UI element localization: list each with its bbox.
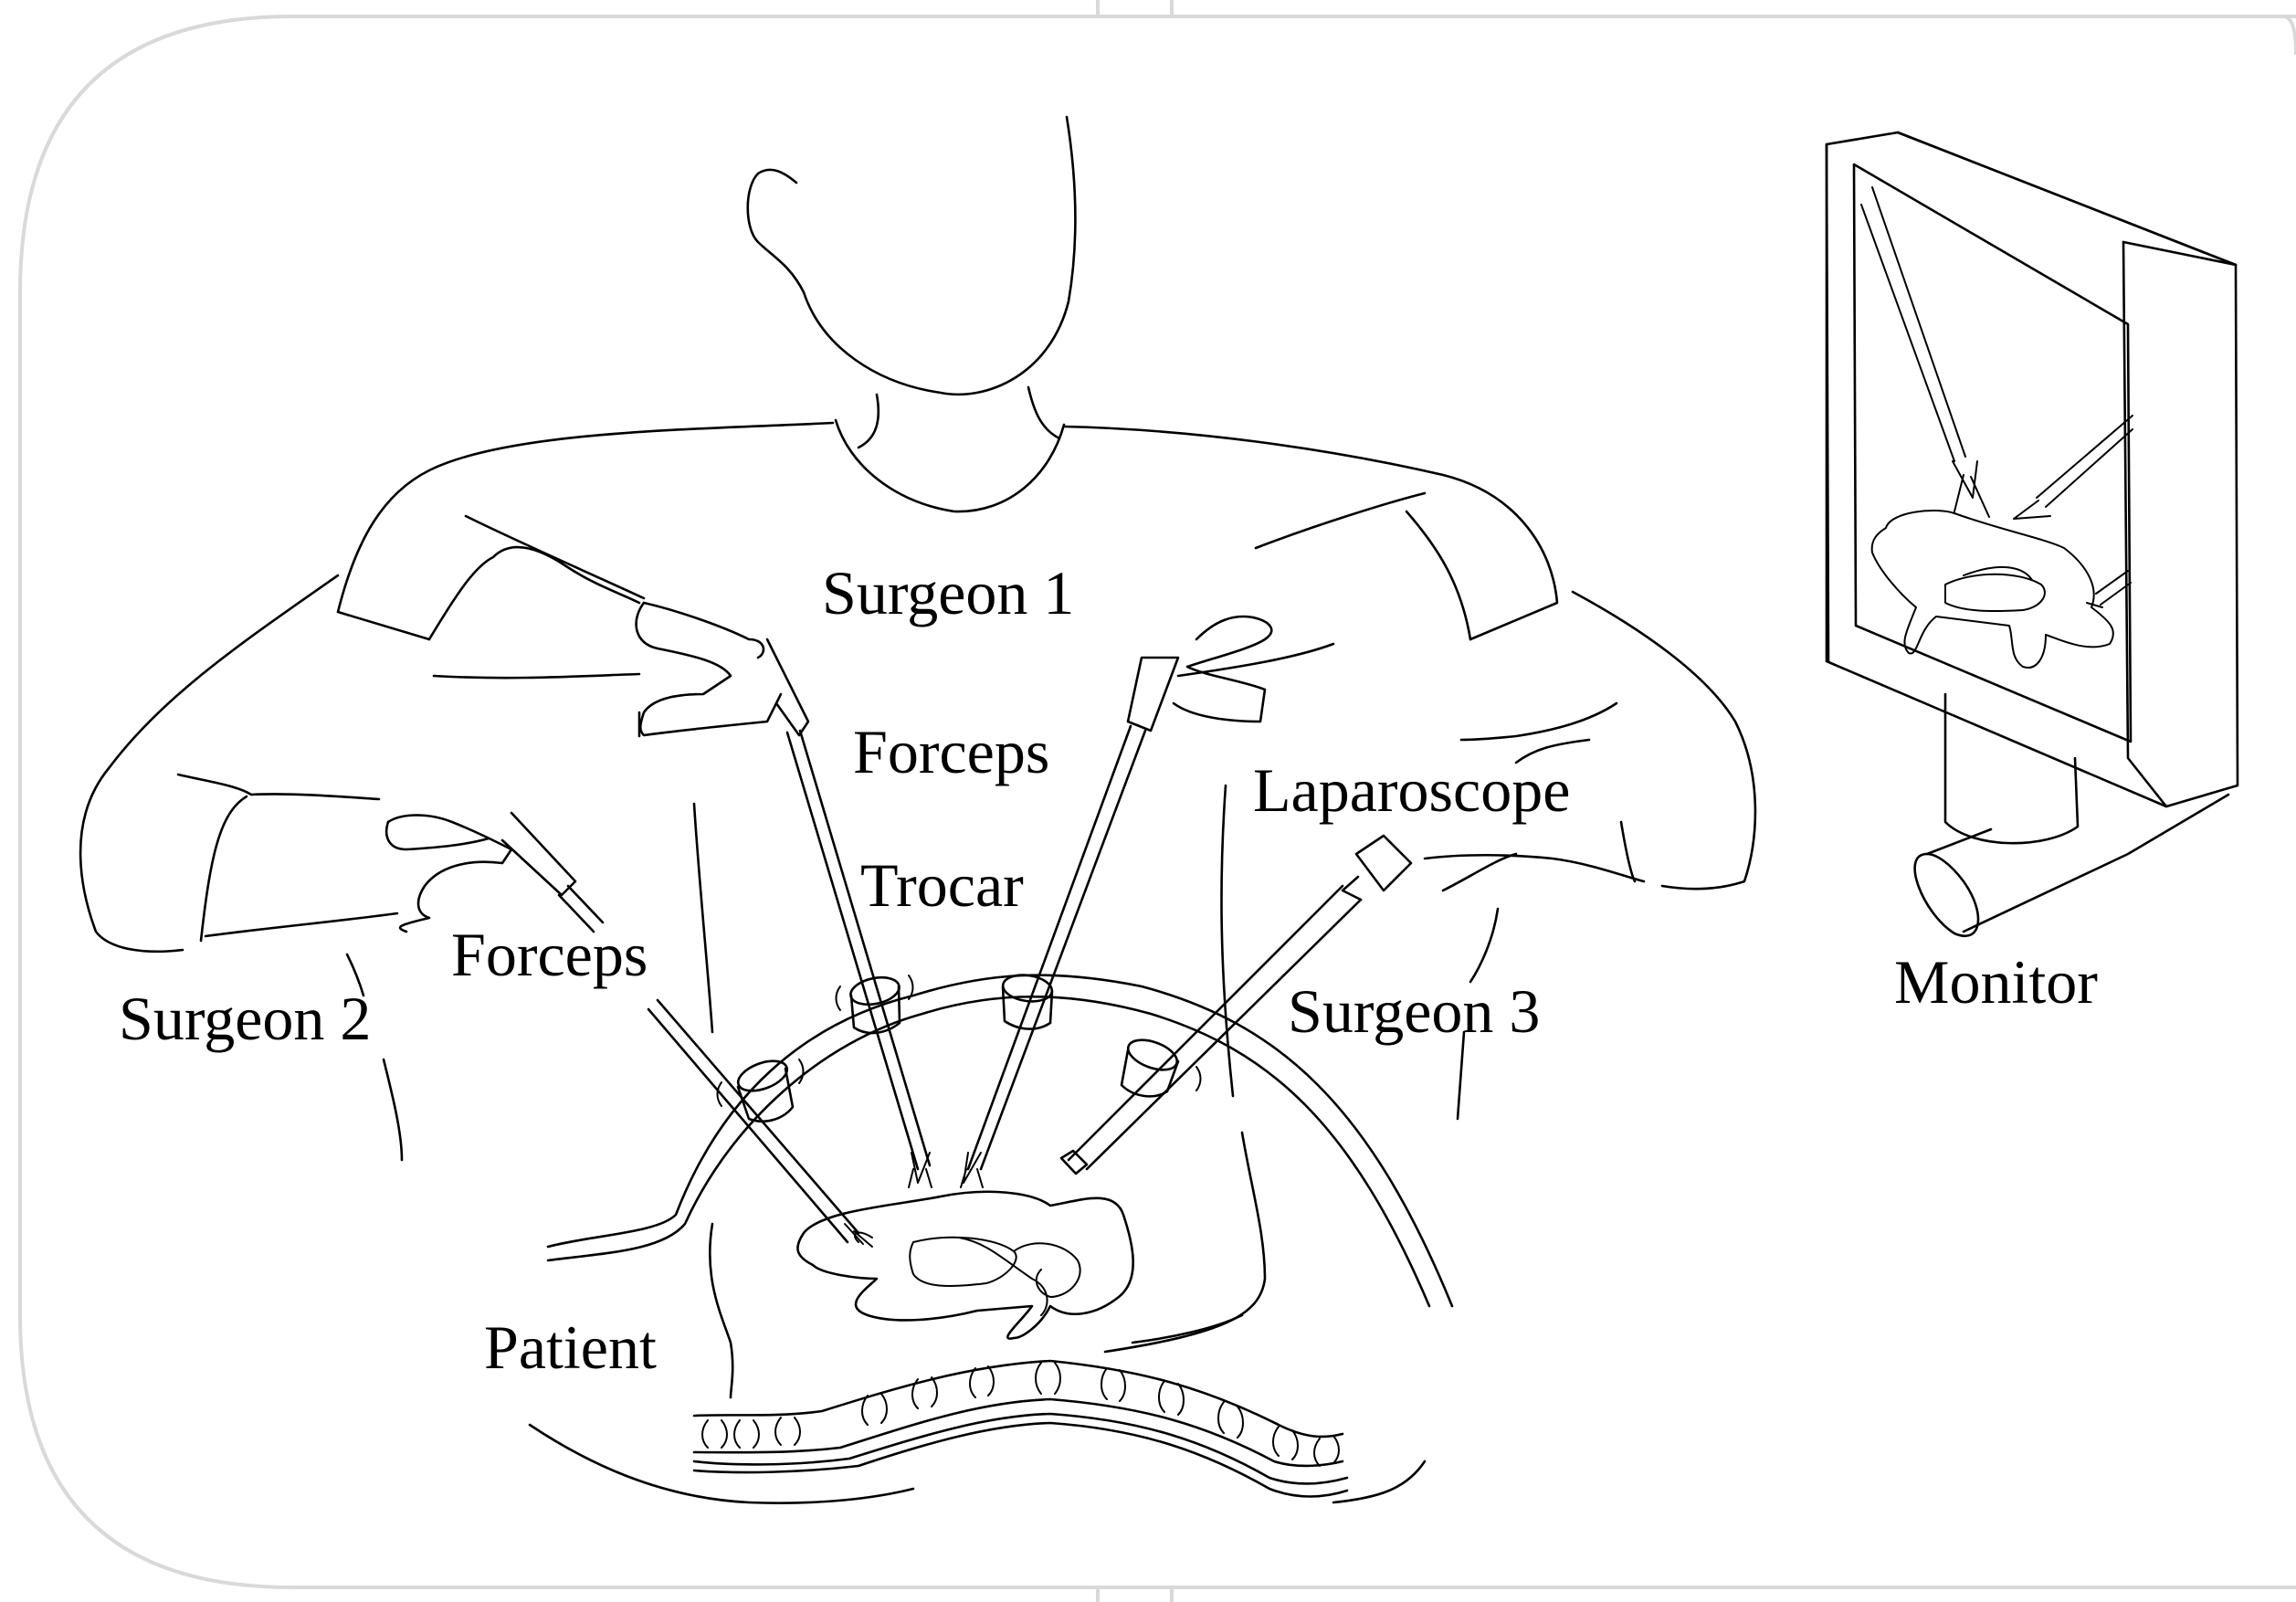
labels: Surgeon 1 Forceps Trocar Laparoscope For… bbox=[119, 558, 2098, 1382]
panel-frame bbox=[20, 0, 2296, 1602]
trocar-2 bbox=[1001, 972, 1053, 1028]
surgeon-2-label: Surgeon 2 bbox=[119, 984, 371, 1053]
forceps-center-label: Forceps bbox=[853, 717, 1049, 786]
surgeon-1-label: Surgeon 1 bbox=[822, 558, 1074, 627]
trocar-3 bbox=[718, 1055, 804, 1121]
monitor-device bbox=[1827, 132, 2238, 936]
trocar-4 bbox=[1122, 1034, 1201, 1096]
patient-label: Patient bbox=[484, 1312, 657, 1382]
trocar-label: Trocar bbox=[860, 850, 1024, 920]
laparoscope-label: Laparoscope bbox=[1253, 755, 1570, 825]
forceps-left-instrument bbox=[648, 1000, 872, 1247]
surgeon-3-label: Surgeon 3 bbox=[1288, 976, 1540, 1046]
surgeon-2-figure bbox=[80, 575, 603, 1160]
patient-figure bbox=[530, 975, 1452, 1503]
monitor-label: Monitor bbox=[1894, 947, 2098, 1017]
forceps-left-label: Forceps bbox=[451, 920, 648, 989]
